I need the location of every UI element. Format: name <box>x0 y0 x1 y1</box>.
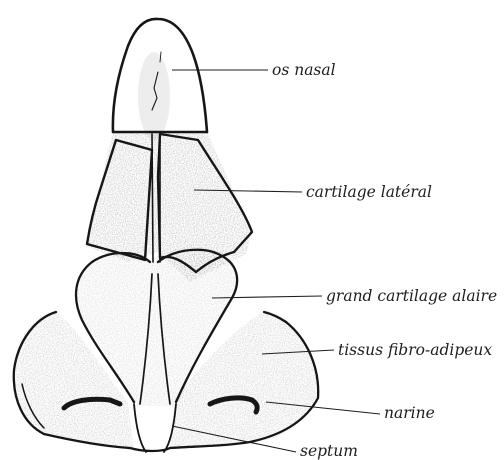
label-os-nasal: os nasal <box>272 61 336 79</box>
label-cartilage-lateral: cartilage latéral <box>306 183 432 201</box>
label-grand-cartilage-alaire: grand cartilage alaire <box>326 287 497 305</box>
label-narine: narine <box>384 404 435 422</box>
label-tissus-fibro-adipeux: tissus fibro-adipeux <box>338 341 492 359</box>
septum <box>134 404 176 452</box>
label-septum: septum <box>300 442 358 460</box>
stipple-shading <box>10 52 322 455</box>
